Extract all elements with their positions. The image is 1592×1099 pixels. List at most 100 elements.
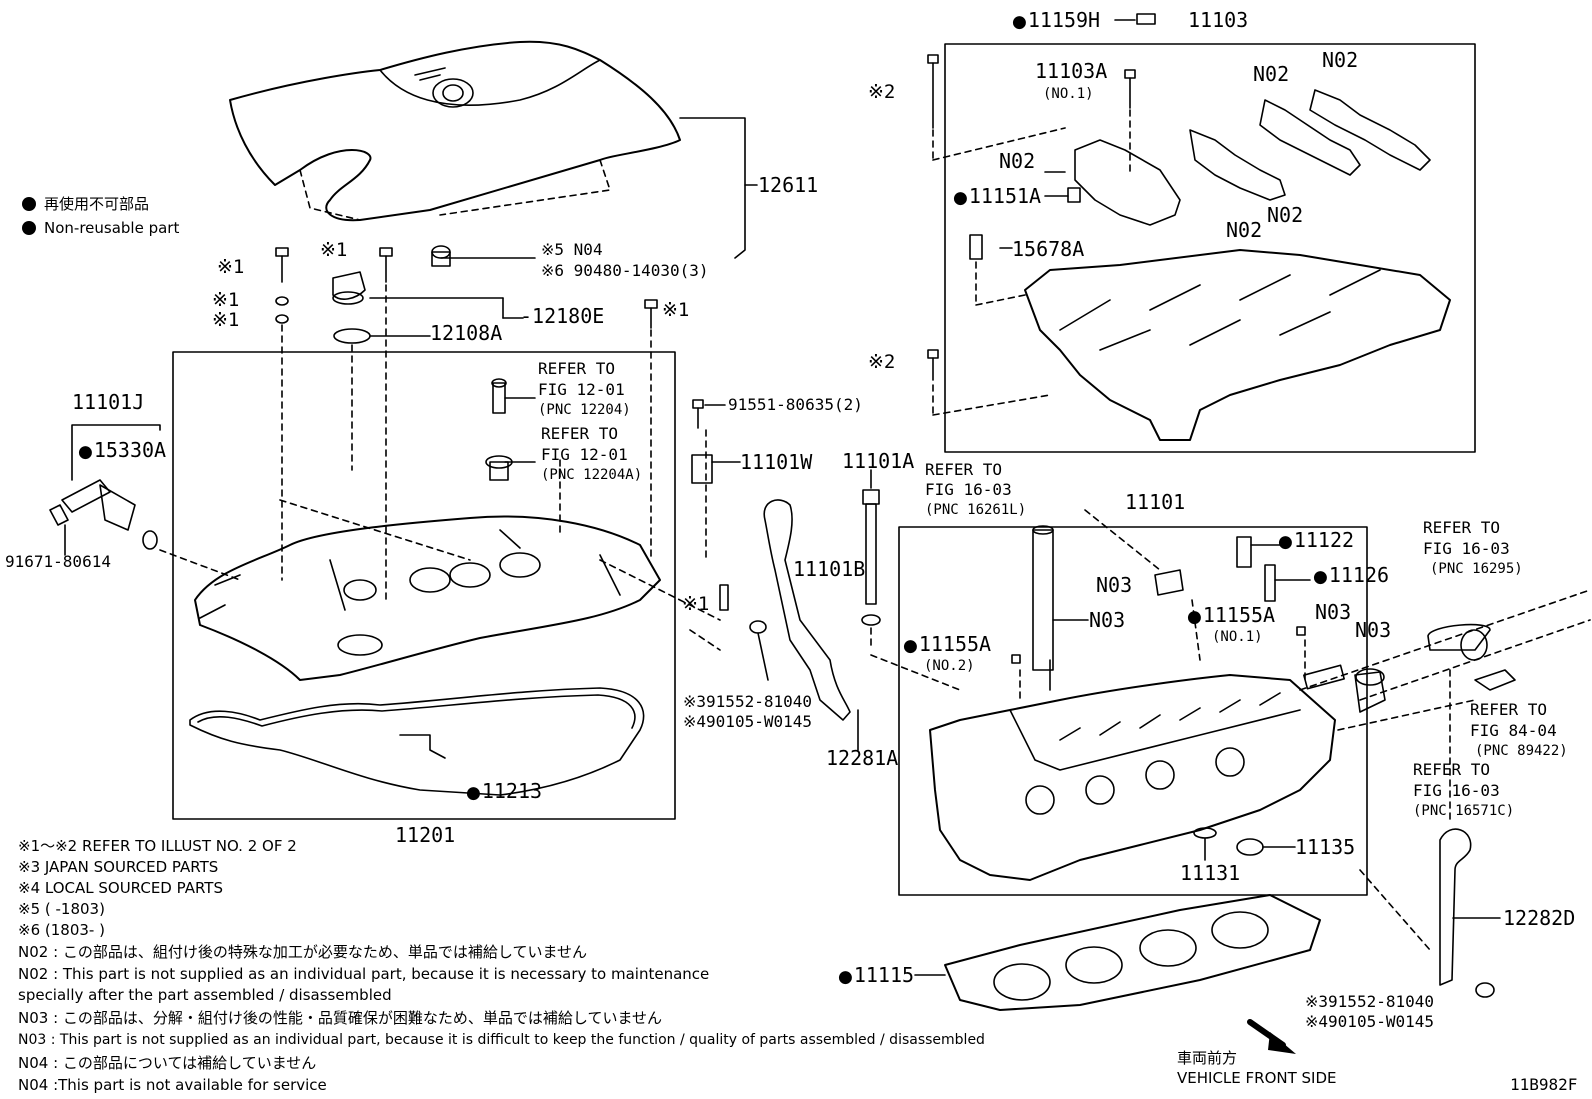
label-ref6-a: REFER TO (1413, 760, 1491, 779)
label-11101A[interactable]: 11101A (842, 449, 915, 473)
label-star4-part-a[interactable]: ※490105-W0145 (683, 712, 812, 731)
label-n03-b[interactable]: N03 (1089, 608, 1126, 632)
label-11201[interactable]: 11201 (395, 823, 456, 847)
label-star1-e: ※1 (662, 299, 690, 321)
label-11122[interactable]: 11122 (1278, 530, 1354, 552)
note-6: N02 : This part is not supplied as an in… (18, 965, 710, 983)
note-10: N04 : この部品については補給していません (18, 1054, 317, 1072)
front-label-jp: 車両前方 (1177, 1049, 1238, 1067)
label-11151A[interactable]: 11151A (953, 186, 1041, 208)
note-5: N02 : この部品は、組付け後の特殊な加工が必要なため、単品では補給していませ… (18, 943, 588, 961)
label-11159H[interactable]: 11159H (1012, 10, 1100, 32)
cylinder-head-drawing (929, 525, 1516, 881)
label-11126[interactable]: 11126 (1313, 565, 1389, 587)
label-n03-c[interactable]: N03 (1315, 600, 1352, 624)
label-15678A[interactable]: 15678A (1012, 237, 1085, 261)
label-11213[interactable]: 11213 (466, 781, 542, 803)
label-ref4-b: FIG 16-03 (1423, 539, 1510, 558)
label-ref5-a: REFER TO (1470, 700, 1548, 719)
label-ref2-c: (PNC 12204A) (541, 467, 643, 483)
label-12281A[interactable]: 12281A (826, 746, 899, 770)
ocv-drawing (49, 424, 161, 550)
note-2: ※4 LOCAL SOURCED PARTS (18, 879, 223, 897)
label-star1-c: ※1 (212, 289, 240, 311)
label-n02-b[interactable]: N02 (1322, 48, 1359, 72)
label-11155A-no2[interactable]: 11155A (903, 634, 991, 656)
label-ref2-a: REFER TO (541, 424, 619, 443)
label-12611[interactable]: 12611 (758, 173, 819, 197)
label-ref4-c: (PNC 16295) (1430, 561, 1523, 577)
cylinder-head-cover-frame (172, 351, 676, 820)
label-ref3-a: REFER TO (925, 460, 1003, 479)
legend-jp: 再使用不可部品 (22, 193, 149, 214)
label-11101J[interactable]: 11101J (72, 390, 145, 414)
label-11131[interactable]: 11131 (1180, 861, 1241, 885)
label-ref3-b: FIG 16-03 (925, 480, 1012, 499)
label-ref6-c: (PNC 16571C) (1413, 803, 1515, 819)
note-1: ※3 JAPAN SOURCED PARTS (18, 858, 219, 876)
label-star3-part-b[interactable]: ※391552-81040 (1305, 992, 1434, 1011)
bullet-icon (22, 221, 36, 235)
cylinder-head-cover-drawing (189, 515, 661, 796)
front-label-en: VEHICLE FRONT SIDE (1177, 1069, 1337, 1087)
label-n02-c[interactable]: N02 (999, 149, 1036, 173)
label-ref4-a: REFER TO (1423, 518, 1501, 537)
label-91551[interactable]: 91551-80635(2) (728, 395, 863, 414)
label-11115[interactable]: 11115 (838, 965, 914, 987)
label-star1-f: ※1 (682, 593, 710, 615)
note-11: N04 :This part is not available for serv… (18, 1076, 327, 1094)
label-ref2-b: FIG 12-01 (541, 445, 628, 464)
label-12282D[interactable]: 12282D (1503, 906, 1576, 930)
label-ref5-c: (PNC 89422) (1475, 743, 1568, 759)
label-star1-a: ※1 (217, 256, 245, 278)
label-n02-d[interactable]: N02 (1226, 218, 1263, 242)
label-ref3-c: (PNC 16261L) (925, 502, 1027, 518)
label-star5-n04: ※5 N04 (541, 240, 603, 259)
engine-hanger-drawings (749, 499, 1495, 998)
label-star2-b: ※2 (868, 351, 896, 373)
label-no1-a: (NO.1) (1043, 86, 1094, 102)
bolt-drawings (275, 245, 658, 344)
note-3: ※5 ( -1803) (18, 900, 105, 918)
label-star2-a: ※2 (868, 81, 896, 103)
label-no2: (NO.2) (924, 658, 975, 674)
note-0: ※1～※2 REFER TO ILLUST NO. 2 OF 2 (18, 837, 297, 855)
label-no1-b: (NO.1) (1212, 629, 1263, 645)
label-11135[interactable]: 11135 (1295, 835, 1356, 859)
label-12108A[interactable]: 12108A (430, 321, 503, 345)
label-91671[interactable]: 91671-80614 (5, 552, 111, 571)
note-9: N03 : This part is not supplied as an in… (18, 1032, 985, 1048)
label-n03-a[interactable]: N03 (1096, 573, 1133, 597)
camshaft-housing-frame (944, 43, 1476, 453)
label-11101W[interactable]: 11101W (740, 450, 813, 474)
label-n03-d[interactable]: N03 (1355, 618, 1392, 642)
bullet-icon (22, 197, 36, 211)
label-15330A[interactable]: 15330A (78, 440, 166, 462)
label-11155A-no1[interactable]: 11155A (1187, 605, 1275, 627)
label-star3-part-a[interactable]: ※391552-81040 (683, 692, 812, 711)
note-8: N03 : この部品は、分解・組付け後の性能・品質確保が困難なため、単品では補給… (18, 1009, 663, 1027)
label-11103[interactable]: 11103 (1188, 8, 1249, 32)
label-star1-b: ※1 (320, 239, 348, 261)
label-11101[interactable]: 11101 (1125, 490, 1186, 514)
engine-cover-drawing (229, 40, 681, 222)
label-ref1-a: REFER TO (538, 359, 616, 378)
legend-en: Non-reusable part (22, 219, 179, 237)
label-n02-a[interactable]: N02 (1253, 62, 1290, 86)
note-7: specially after the part assembled / dis… (18, 986, 392, 1004)
label-ref1-c: (PNC 12204) (538, 402, 631, 418)
label-star6-part[interactable]: ※6 90480-14030(3) (541, 261, 709, 280)
head-bolt-drawing (861, 489, 881, 626)
label-11101B[interactable]: 11101B (793, 557, 866, 581)
label-star4-part-b[interactable]: ※490105-W0145 (1305, 1012, 1434, 1031)
camshaft-housing-drawing (927, 13, 1451, 441)
label-ref1-b: FIG 12-01 (538, 380, 625, 399)
label-12180E[interactable]: -12180E (520, 304, 605, 328)
label-ref6-b: FIG 16-03 (1413, 781, 1500, 800)
head-gasket-drawing (944, 894, 1321, 1011)
label-n02-e[interactable]: N02 (1267, 203, 1304, 227)
label-star1-d: ※1 (212, 309, 240, 331)
label-11103A[interactable]: 11103A (1035, 59, 1108, 83)
label-ref5-b: FIG 84-04 (1470, 721, 1557, 740)
